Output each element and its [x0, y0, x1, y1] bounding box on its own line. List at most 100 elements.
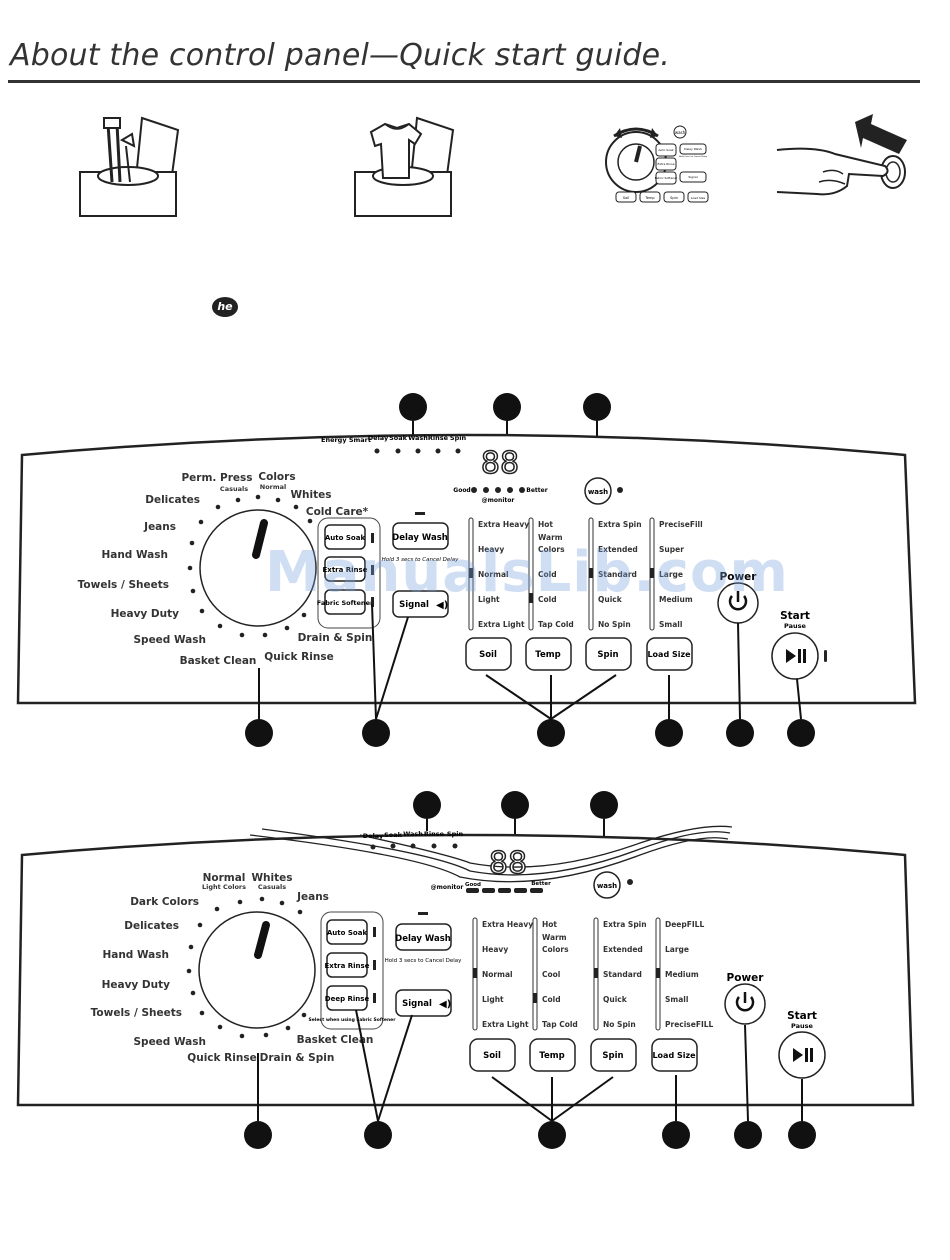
callout-dot [788, 1121, 816, 1149]
cycle-cold-care: Cold Care* [306, 506, 369, 518]
delay-wash-button[interactable] [395, 923, 452, 951]
monitor-label: @monitor [431, 884, 464, 891]
status-rinse: Rinse [424, 830, 445, 838]
load-size-button[interactable] [651, 1038, 698, 1072]
callout-dot [726, 719, 754, 747]
title-rule [8, 80, 920, 83]
cycle-light-colors-sub: Light Colors [202, 883, 246, 891]
temp-button-label: Temp [539, 1051, 564, 1061]
status-delay: Delay [368, 434, 389, 442]
status-energy-smart: Energy Smart [321, 436, 371, 444]
pause-label: Pause [791, 1022, 813, 1030]
load-precisefill: PreciseFill [659, 520, 703, 529]
delay-wash-label: Delay Wash [392, 533, 448, 543]
start-label: Start [787, 1010, 817, 1022]
mini-temp: Temp [644, 196, 655, 200]
cycle-normal: Normal [203, 872, 246, 884]
select-cycle-icon: wash Auto Soak Delay Wash Hold 3 secs to… [605, 125, 709, 203]
pause-label: Pause [784, 622, 806, 630]
wash-button[interactable] [584, 477, 612, 505]
soil-button[interactable] [469, 1038, 516, 1072]
power-button[interactable] [724, 983, 766, 1025]
spin-no-spin: No Spin [598, 620, 631, 629]
dial-pointer [254, 921, 270, 959]
soil-extra-heavy: Extra Heavy [478, 520, 529, 529]
load-small: Small [659, 620, 682, 629]
cycle-quick-rinse: Quick Rinse [187, 1052, 256, 1064]
spin-extended: Extended [598, 545, 638, 554]
auto-soak-label: Auto Soak [325, 534, 366, 542]
callout-dot [734, 1121, 762, 1149]
signal-label: Signal [399, 600, 429, 610]
load-super: Super [659, 545, 684, 554]
deep-rinse-button[interactable] [326, 985, 368, 1011]
mini-wash-label: wash [675, 130, 686, 135]
delay-note: Hold 3 secs to Cancel Delay [385, 958, 463, 964]
cycle-drain-spin: Drain & Spin [298, 632, 373, 644]
soil-normal: Normal [478, 570, 509, 579]
soil-heavy: Heavy [478, 545, 504, 554]
spin-standard: Standard [603, 970, 642, 979]
temp-cold-1: Cold [538, 570, 557, 579]
detergent-dispenser-icon [79, 116, 180, 217]
load-size-button[interactable] [646, 637, 693, 671]
load-small: Small [665, 995, 688, 1004]
temp-hot: Hot [538, 520, 553, 529]
delay-wash-button[interactable] [392, 522, 449, 550]
temp-cool: Cool [542, 970, 560, 979]
temp-warm: Warm [542, 933, 567, 942]
spin-button[interactable] [585, 637, 632, 671]
temp-button[interactable] [529, 1038, 576, 1072]
watermark: ManualsLib.com [265, 540, 789, 605]
auto-soak-button[interactable] [324, 524, 366, 550]
temp-button-label: Temp [535, 650, 560, 660]
monitor-better: Better [526, 487, 547, 494]
cycle-jeans: Jeans [296, 891, 329, 903]
page-title: About the control panel—Quick start guid… [10, 38, 671, 73]
cycle-jeans: Jeans [143, 521, 176, 533]
cycle-heavy-duty: Heavy Duty [111, 608, 180, 620]
play-icon [793, 1048, 803, 1062]
spin-extended: Extended [603, 945, 643, 954]
cycle-towels-sheets: Towels / Sheets [78, 579, 169, 591]
dial-dots [186, 896, 307, 1039]
auto-soak-button[interactable] [326, 919, 368, 945]
mini-fabric-softener: Fabric Softener [655, 176, 678, 180]
cycle-perm-press: Perm. Press [181, 472, 252, 484]
time-display: 88 [489, 846, 527, 881]
spin-button[interactable] [590, 1038, 637, 1072]
temp-hot: Hot [542, 920, 557, 929]
status-spin: Spin [447, 830, 464, 838]
callout-dot [787, 719, 815, 747]
wash-button[interactable] [593, 871, 621, 899]
temp-button[interactable] [525, 637, 572, 671]
extra-rinse-button[interactable] [324, 556, 366, 582]
load-precisefill: PreciseFILL [665, 1020, 714, 1029]
cycle-dial[interactable] [199, 509, 317, 627]
load-medium: Medium [659, 595, 693, 604]
fabric-softener-button[interactable] [324, 589, 366, 615]
delay-wash-label: Delay Wash [395, 934, 451, 944]
callout-dot [662, 1121, 690, 1149]
callout-dot [493, 393, 521, 421]
monitor-good: Good [453, 487, 470, 494]
extra-rinse-button[interactable] [326, 952, 368, 978]
signal-button[interactable] [392, 590, 449, 618]
cycle-dial[interactable] [198, 911, 316, 1029]
spin-no-spin: No Spin [603, 1020, 636, 1029]
extra-rinse-label: Extra Rinse [325, 962, 370, 970]
temp-colors: Colors [542, 945, 569, 954]
temp-cold: Cold [542, 995, 561, 1004]
load-medium: Medium [665, 970, 699, 979]
monitor-better: Better [531, 881, 551, 887]
signal-button[interactable] [395, 989, 452, 1017]
spin-extra-spin: Extra Spin [603, 920, 647, 929]
soil-button[interactable] [465, 637, 512, 671]
cycle-colors: Colors [258, 471, 295, 483]
time-display: 88 [481, 446, 519, 481]
callout-dot [501, 791, 529, 819]
temp-cold-2: Cold [538, 595, 557, 604]
soil-light: Light [482, 995, 504, 1004]
soil-light: Light [478, 595, 500, 604]
dial-pointer [252, 519, 268, 559]
